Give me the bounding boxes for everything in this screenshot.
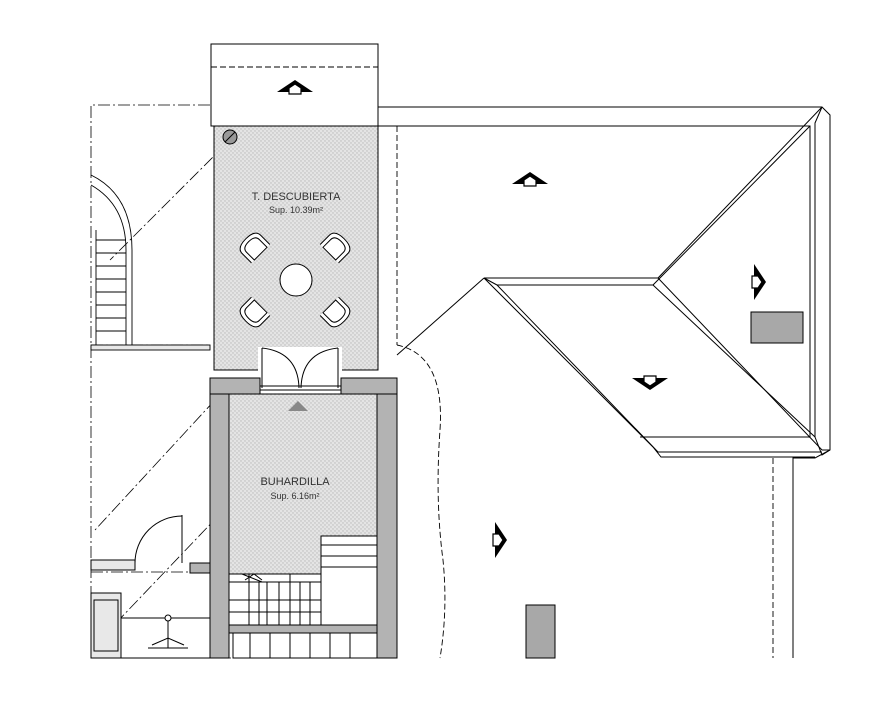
roof-overhang — [396, 126, 774, 659]
room-name-terrace: T. DESCUBIERTA — [252, 191, 341, 203]
up-arrow-icon — [288, 401, 308, 411]
slope-arrow-icon — [511, 171, 549, 187]
attic-stairs — [228, 535, 378, 659]
room-name-buhardilla: BUHARDILLA — [260, 476, 330, 488]
chair — [319, 232, 351, 264]
room-area-buhardilla: Sup. 6.16m² — [270, 491, 319, 501]
round-table — [279, 263, 313, 297]
chimney-block — [525, 604, 556, 659]
room-area-terrace-label: Sup. 10.39m² — [269, 205, 323, 215]
lower-stair-room — [90, 174, 211, 351]
buhardilla-walls — [209, 377, 398, 659]
chair — [319, 296, 351, 328]
terrace: T. DESCUBIERTA Sup. 6.16m² Sup. 10.39m² — [213, 125, 379, 371]
slope-arrow-icon — [631, 375, 669, 391]
slope-arrow-icon — [751, 263, 767, 301]
lower-left-rooms — [90, 515, 211, 659]
chimney-block — [750, 311, 804, 344]
chair — [239, 232, 271, 264]
chair — [239, 296, 271, 328]
slope-arrow-icon — [492, 521, 508, 559]
roof — [378, 106, 831, 658]
terrace-double-door — [258, 347, 342, 391]
